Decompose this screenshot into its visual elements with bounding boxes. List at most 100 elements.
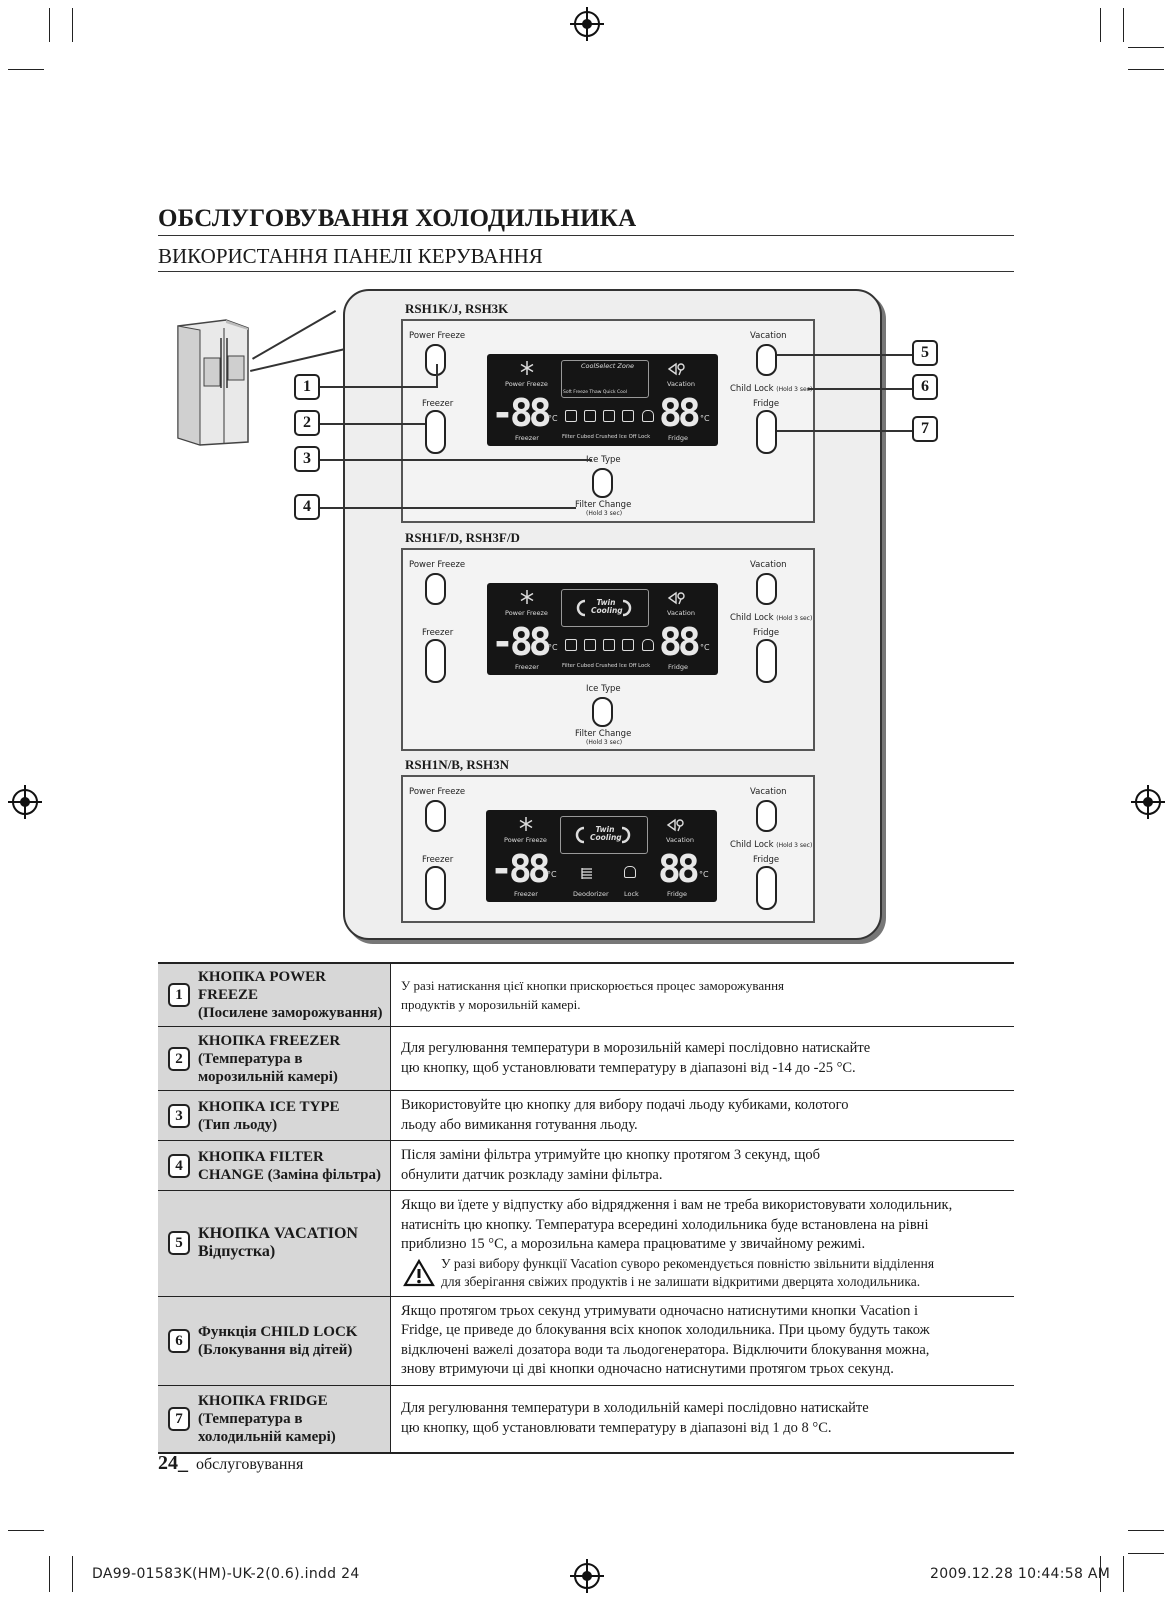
crop-mark xyxy=(1123,8,1124,42)
table-row: 1 КНОПКА POWER FREEZE(Посилене заморожув… xyxy=(158,962,1014,1027)
row-desc: відключені важелі дозатора води та льодо… xyxy=(401,1341,930,1358)
row-name: (Посилене заморожування) xyxy=(198,1005,383,1021)
registration-mark-icon xyxy=(8,785,42,819)
vacation-label: Vacation xyxy=(750,331,787,341)
row-name: КНОПКА FILTER xyxy=(198,1148,324,1165)
row-name: холодильній камері) xyxy=(198,1428,336,1445)
callout-2: 2 xyxy=(294,410,320,436)
crop-mark xyxy=(1128,1530,1164,1531)
crushed-ice-icon xyxy=(603,410,615,422)
row-desc: Fridge, це приведе до блокування всіх кн… xyxy=(401,1322,930,1338)
row-desc: знову втримуючи ці дві кнопки одночасно … xyxy=(401,1361,894,1377)
callout-line xyxy=(777,354,913,356)
power-freeze-button[interactable] xyxy=(425,573,446,605)
deodorizer-icon xyxy=(581,868,592,879)
registration-mark-icon xyxy=(570,1559,604,1593)
page-title: ОБСЛУГОВУВАННЯ ХОЛОДИЛЬНИКА xyxy=(158,205,637,232)
crop-mark xyxy=(1128,47,1164,48)
row-desc: Використовуйте цю кнопку для вибору пода… xyxy=(401,1097,849,1113)
vacation-icon xyxy=(667,362,685,376)
freezer-button[interactable] xyxy=(425,866,446,910)
filter-change-hold: (Hold 3 sec) xyxy=(586,510,623,517)
row-name: (Блокування від дітей) xyxy=(198,1341,353,1358)
vacation-button[interactable] xyxy=(756,800,777,832)
crop-mark xyxy=(72,8,73,42)
vacation-label: Vacation xyxy=(750,787,787,797)
lock-icon xyxy=(624,866,636,878)
lcd-unit: °C xyxy=(699,870,709,879)
filter-icon xyxy=(565,639,577,651)
lcd-freezer-digits: -88 xyxy=(491,620,552,664)
crushed-ice-icon xyxy=(603,639,615,651)
row-number: 5 xyxy=(168,1231,190,1256)
lcd-zone-title: Twin Cooling xyxy=(591,598,623,615)
lcd-freezer-digits: -88 xyxy=(490,847,551,891)
row-desc: Якщо ви їдете у відпустку або відрядженн… xyxy=(401,1197,953,1213)
lcd-display: Power Freeze CoolSelect Zone Soft Freeze… xyxy=(487,354,718,446)
button-description-table: 1 КНОПКА POWER FREEZE(Посилене заморожув… xyxy=(158,962,1014,1454)
lcd-fridge: Fridge xyxy=(668,434,688,442)
fridge-button[interactable] xyxy=(756,639,777,683)
vacation-button[interactable] xyxy=(756,344,777,376)
callout-line xyxy=(320,459,592,461)
freezer-button[interactable] xyxy=(425,410,446,454)
model-label: RSH1N/B, RSH3N xyxy=(405,757,510,772)
row-number: 6 xyxy=(168,1328,190,1353)
row-number: 2 xyxy=(168,1046,190,1071)
model-label: RSH1K/J, RSH3K xyxy=(405,301,509,316)
row-desc: У разі натискання цієї кнопки прискорюєт… xyxy=(401,977,785,993)
power-freeze-button[interactable] xyxy=(425,344,446,376)
ice-type-button[interactable] xyxy=(592,468,613,498)
row-desc: Якщо протягом трьох секунд утримувати од… xyxy=(401,1302,918,1319)
row-name: КНОПКА ICE TYPE xyxy=(198,1098,340,1115)
lcd-unit: °C xyxy=(548,643,558,652)
twin-cooling-icon xyxy=(576,599,632,617)
lcd-zone-title: Twin Cooling xyxy=(590,825,622,842)
ice-type-button[interactable] xyxy=(592,697,613,727)
crop-mark xyxy=(1128,1553,1164,1554)
file-slug: DA99-01583K(HM)-UK-2(0.6).indd 24 xyxy=(92,1566,360,1582)
lcd-zone-items: Soft Freeze Thaw Quick Cool xyxy=(563,390,627,395)
crop-mark xyxy=(1100,8,1101,42)
row-number: 4 xyxy=(168,1153,190,1178)
power-freeze-label: Power Freeze xyxy=(409,560,466,570)
power-freeze-label: Power Freeze xyxy=(409,787,466,797)
crop-mark xyxy=(72,1556,73,1592)
lcd-fridge-digits: 88 xyxy=(659,620,701,664)
lcd-vacation: Vacation xyxy=(667,380,695,388)
subtitle-rule xyxy=(158,271,1014,272)
freezer-button[interactable] xyxy=(425,639,446,683)
callout-6: 6 xyxy=(912,374,938,400)
crop-mark xyxy=(49,1556,50,1592)
fridge-button[interactable] xyxy=(756,866,777,910)
power-freeze-button[interactable] xyxy=(425,800,446,832)
ice-type-label: Ice Type xyxy=(586,684,621,694)
twin-cooling-zone xyxy=(561,589,649,627)
lcd-power-freeze: Power Freeze xyxy=(505,609,548,617)
page-subtitle: ВИКОРИСТАННЯ ПАНЕЛІ КЕРУВАННЯ xyxy=(158,244,543,268)
filter-change-label: Filter Change xyxy=(575,729,632,739)
callout-7: 7 xyxy=(912,416,938,442)
row-desc: натисніть цю кнопку. Температура всереди… xyxy=(401,1216,929,1233)
row-desc: цю кнопку, щоб установлювати температуру… xyxy=(401,1059,856,1076)
row-number: 1 xyxy=(168,983,190,1007)
lcd-fridge: Fridge xyxy=(667,890,687,898)
row-desc: Для регулювання температури в морозильні… xyxy=(401,1040,871,1056)
vacation-button[interactable] xyxy=(756,573,777,605)
crop-mark xyxy=(8,69,44,70)
lcd-zone-title: CoolSelect Zone xyxy=(581,362,634,370)
warning-text: У разі вибору функції Vacation суворо ре… xyxy=(441,1255,935,1271)
ice-off-icon xyxy=(622,410,634,422)
callout-line xyxy=(808,388,913,390)
fridge-button[interactable] xyxy=(756,410,777,454)
refrigerator-illustration xyxy=(177,319,249,446)
lcd-power-freeze: Power Freeze xyxy=(505,380,548,388)
callout-4: 4 xyxy=(294,494,320,520)
row-name: КНОПКА VACATION xyxy=(198,1225,358,1243)
cubed-ice-icon xyxy=(584,639,596,651)
filter-change-hold: (Hold 3 sec) xyxy=(586,739,623,746)
snowflake-icon xyxy=(519,817,533,831)
cubed-ice-icon xyxy=(584,410,596,422)
